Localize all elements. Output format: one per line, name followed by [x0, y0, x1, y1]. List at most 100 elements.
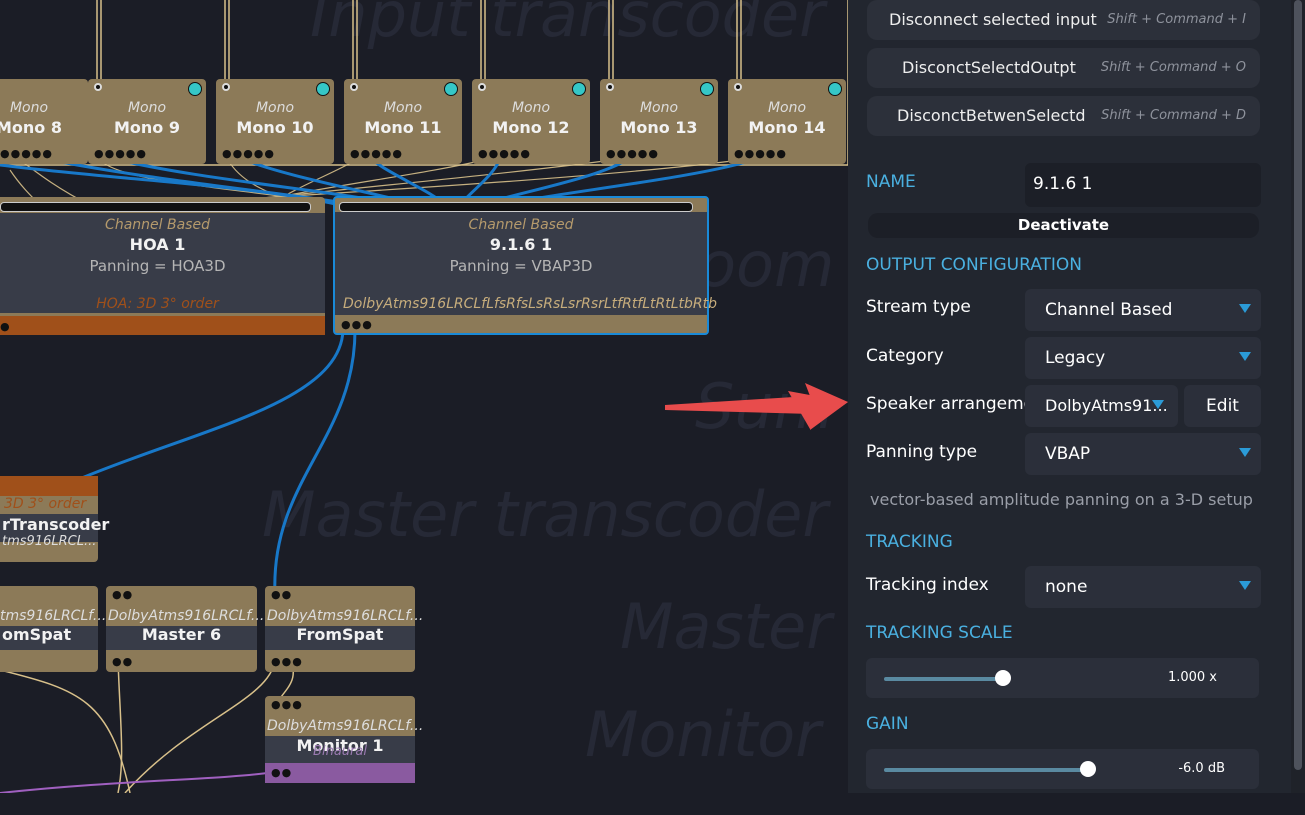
input-port[interactable]	[94, 83, 102, 91]
slider-track	[884, 768, 1088, 772]
input-ports[interactable]: ●●●	[271, 698, 303, 711]
node-footer-bar	[0, 316, 325, 335]
deactivate-label: Deactivate	[1017, 216, 1110, 234]
hoa-node[interactable]: Channel Based HOA 1 Panning = HOA3D HOA:…	[0, 197, 325, 335]
input-port[interactable]	[350, 83, 358, 91]
mono-node-14[interactable]: Mono Mono 14 ●●●●●	[728, 79, 846, 164]
input-port[interactable]	[606, 83, 614, 91]
category-select[interactable]: Legacy	[1025, 337, 1261, 379]
watermark-input-transcoder: Input transcoder	[310, 0, 825, 51]
mono-node-11[interactable]: Mono Mono 11 ●●●●●	[344, 79, 462, 164]
slider-knob[interactable]	[995, 670, 1011, 686]
fromspat-node[interactable]: ●● DolbyAtms916LRCLf... FromSpat ●●●	[265, 586, 423, 672]
input-ports[interactable]: ●●	[271, 588, 293, 601]
panning-type-select[interactable]: VBAP	[1025, 433, 1261, 475]
shortcut-label: Shift + Command + I	[1107, 12, 1246, 27]
node-name: HOA 1	[129, 235, 186, 254]
scrollbar[interactable]	[1291, 0, 1305, 793]
slider-knob[interactable]	[1080, 761, 1096, 777]
mono-node-12[interactable]: Mono Mono 12 ●●●●●	[472, 79, 590, 164]
mono-node-10[interactable]: Mono Mono 10 ●●●●●	[216, 79, 334, 164]
node-ports[interactable]: ●●●●●	[94, 147, 147, 160]
node-graph-canvas[interactable]: Input transcoder Room Sum Master transco…	[0, 0, 848, 793]
mono-node-13[interactable]: Mono Mono 13 ●●●●●	[600, 79, 718, 164]
speaker-arrangement-select[interactable]: DolbyAtms91...	[1025, 385, 1178, 427]
tracking-index-select[interactable]: none	[1025, 566, 1261, 608]
node-type: Channel Based	[468, 217, 574, 233]
dropdown-arrow-icon	[1239, 304, 1251, 313]
output-configuration-title: OUTPUT CONFIGURATION	[866, 255, 1082, 275]
speaker-edit-button[interactable]: Edit	[1184, 385, 1261, 427]
node-ports[interactable]: ●●●	[341, 318, 373, 331]
node-name: 9.1.6 1	[489, 235, 553, 254]
node-body	[0, 514, 98, 542]
watermark-master-transcoder: Master transcoder	[262, 478, 828, 551]
name-section-title: NAME	[866, 172, 916, 192]
node-ports[interactable]: ●	[0, 320, 11, 333]
category-label: Category	[866, 346, 944, 366]
node-type: Mono	[639, 100, 679, 116]
node-ports[interactable]: ●●●●●	[606, 147, 659, 160]
node-panning: Panning = VBAP3D	[449, 257, 593, 275]
tracking-index-value: none	[1045, 577, 1088, 597]
node-name: Mono 14	[748, 118, 826, 137]
shortcut-label: Shift + Command + D	[1101, 108, 1246, 123]
node-ports[interactable]: ●●●●●	[350, 147, 403, 160]
node-body	[0, 213, 325, 313]
input-bus[interactable]	[339, 202, 693, 212]
input-port[interactable]	[734, 83, 742, 91]
tracking-scale-value: 1.000 x	[1167, 670, 1217, 685]
gain-title: GAIN	[866, 714, 909, 734]
node-body	[265, 736, 415, 763]
node-ports[interactable]: ●●●●●	[734, 147, 787, 160]
input-bus[interactable]	[0, 202, 311, 212]
node-type: Mono	[127, 100, 167, 116]
node-name: Mono 8	[0, 118, 62, 137]
node-type: Mono	[255, 100, 295, 116]
node-name: Mono 13	[620, 118, 698, 137]
stream-type-value: Channel Based	[1045, 300, 1173, 320]
mono-node-9[interactable]: Mono Mono 9 ●●●●●	[88, 79, 206, 164]
button-label: DisconctSelectdOutpt	[902, 58, 1076, 77]
deactivate-button[interactable]: Deactivate	[868, 213, 1259, 238]
disconnect-selected-input-button[interactable]: Disconnect selected input Shift + Comman…	[867, 0, 1260, 40]
output-ports[interactable]: ●●	[112, 655, 134, 668]
name-input[interactable]: 9.1.6 1	[1025, 163, 1261, 207]
status-indicator	[572, 82, 586, 96]
stream-type-select[interactable]: Channel Based	[1025, 289, 1261, 331]
transcoder-node[interactable]: 3D 3° order rTranscoder tms916LRCL...	[0, 476, 109, 562]
node-body	[335, 212, 707, 315]
input-ports[interactable]: ●●	[112, 588, 134, 601]
output-ports[interactable]: ●●	[271, 766, 293, 779]
scrollbar-thumb[interactable]	[1294, 0, 1302, 770]
node-ports[interactable]: ●●●●●	[478, 147, 531, 160]
disconnect-between-selected-button[interactable]: DisconctBetwenSelectd Shift + Command + …	[867, 96, 1260, 136]
node-type: tms916LRCLf...	[0, 608, 107, 624]
node-body	[0, 626, 98, 650]
speaker-arrangement-label: Speaker arrangeme	[866, 394, 1026, 414]
node-top: 3D 3° order	[4, 496, 87, 512]
input-port[interactable]	[478, 83, 486, 91]
tracking-scale-slider[interactable]: 1.000 x	[866, 658, 1259, 698]
disconnect-selected-output-button[interactable]: DisconctSelectdOutpt Shift + Command + O	[867, 48, 1260, 88]
stream-type-label: Stream type	[866, 297, 971, 317]
gain-slider[interactable]: -6.0 dB	[866, 749, 1259, 789]
node-footer: HOA: 3D 3° order	[96, 296, 219, 312]
node-ports[interactable]: ●●●●●	[222, 147, 275, 160]
fromspat-left-node[interactable]: tms916LRCLf... omSpat	[0, 586, 106, 672]
tracking-scale-title: TRACKING SCALE	[866, 623, 1013, 643]
node-type: Channel Based	[105, 217, 210, 233]
speaker-arrangement-value: DolbyAtms91...	[1045, 396, 1168, 415]
input-port[interactable]	[222, 83, 230, 91]
monitor-1-node[interactable]: ●●● DolbyAtms916LRCLf... Monitor 1 Binau…	[265, 696, 423, 783]
node-body	[106, 626, 257, 650]
mono-node-8[interactable]: Mono Mono 8 ●●●●●	[0, 79, 88, 164]
node-sub: tms916LRCL...	[2, 534, 97, 549]
node-ports[interactable]: ●●●●●	[0, 147, 53, 160]
selected-channel-node[interactable]: Channel Based 9.1.6 1 Panning = VBAP3D D…	[333, 196, 717, 335]
node-footer: Binaural	[313, 744, 367, 759]
master-6-node[interactable]: ●● DolbyAtms916LRCLf... Master 6 ●●	[106, 586, 264, 672]
node-type: DolbyAtms916LRCLf...	[267, 718, 424, 734]
edit-label: Edit	[1206, 396, 1239, 416]
output-ports[interactable]: ●●●	[271, 655, 303, 668]
